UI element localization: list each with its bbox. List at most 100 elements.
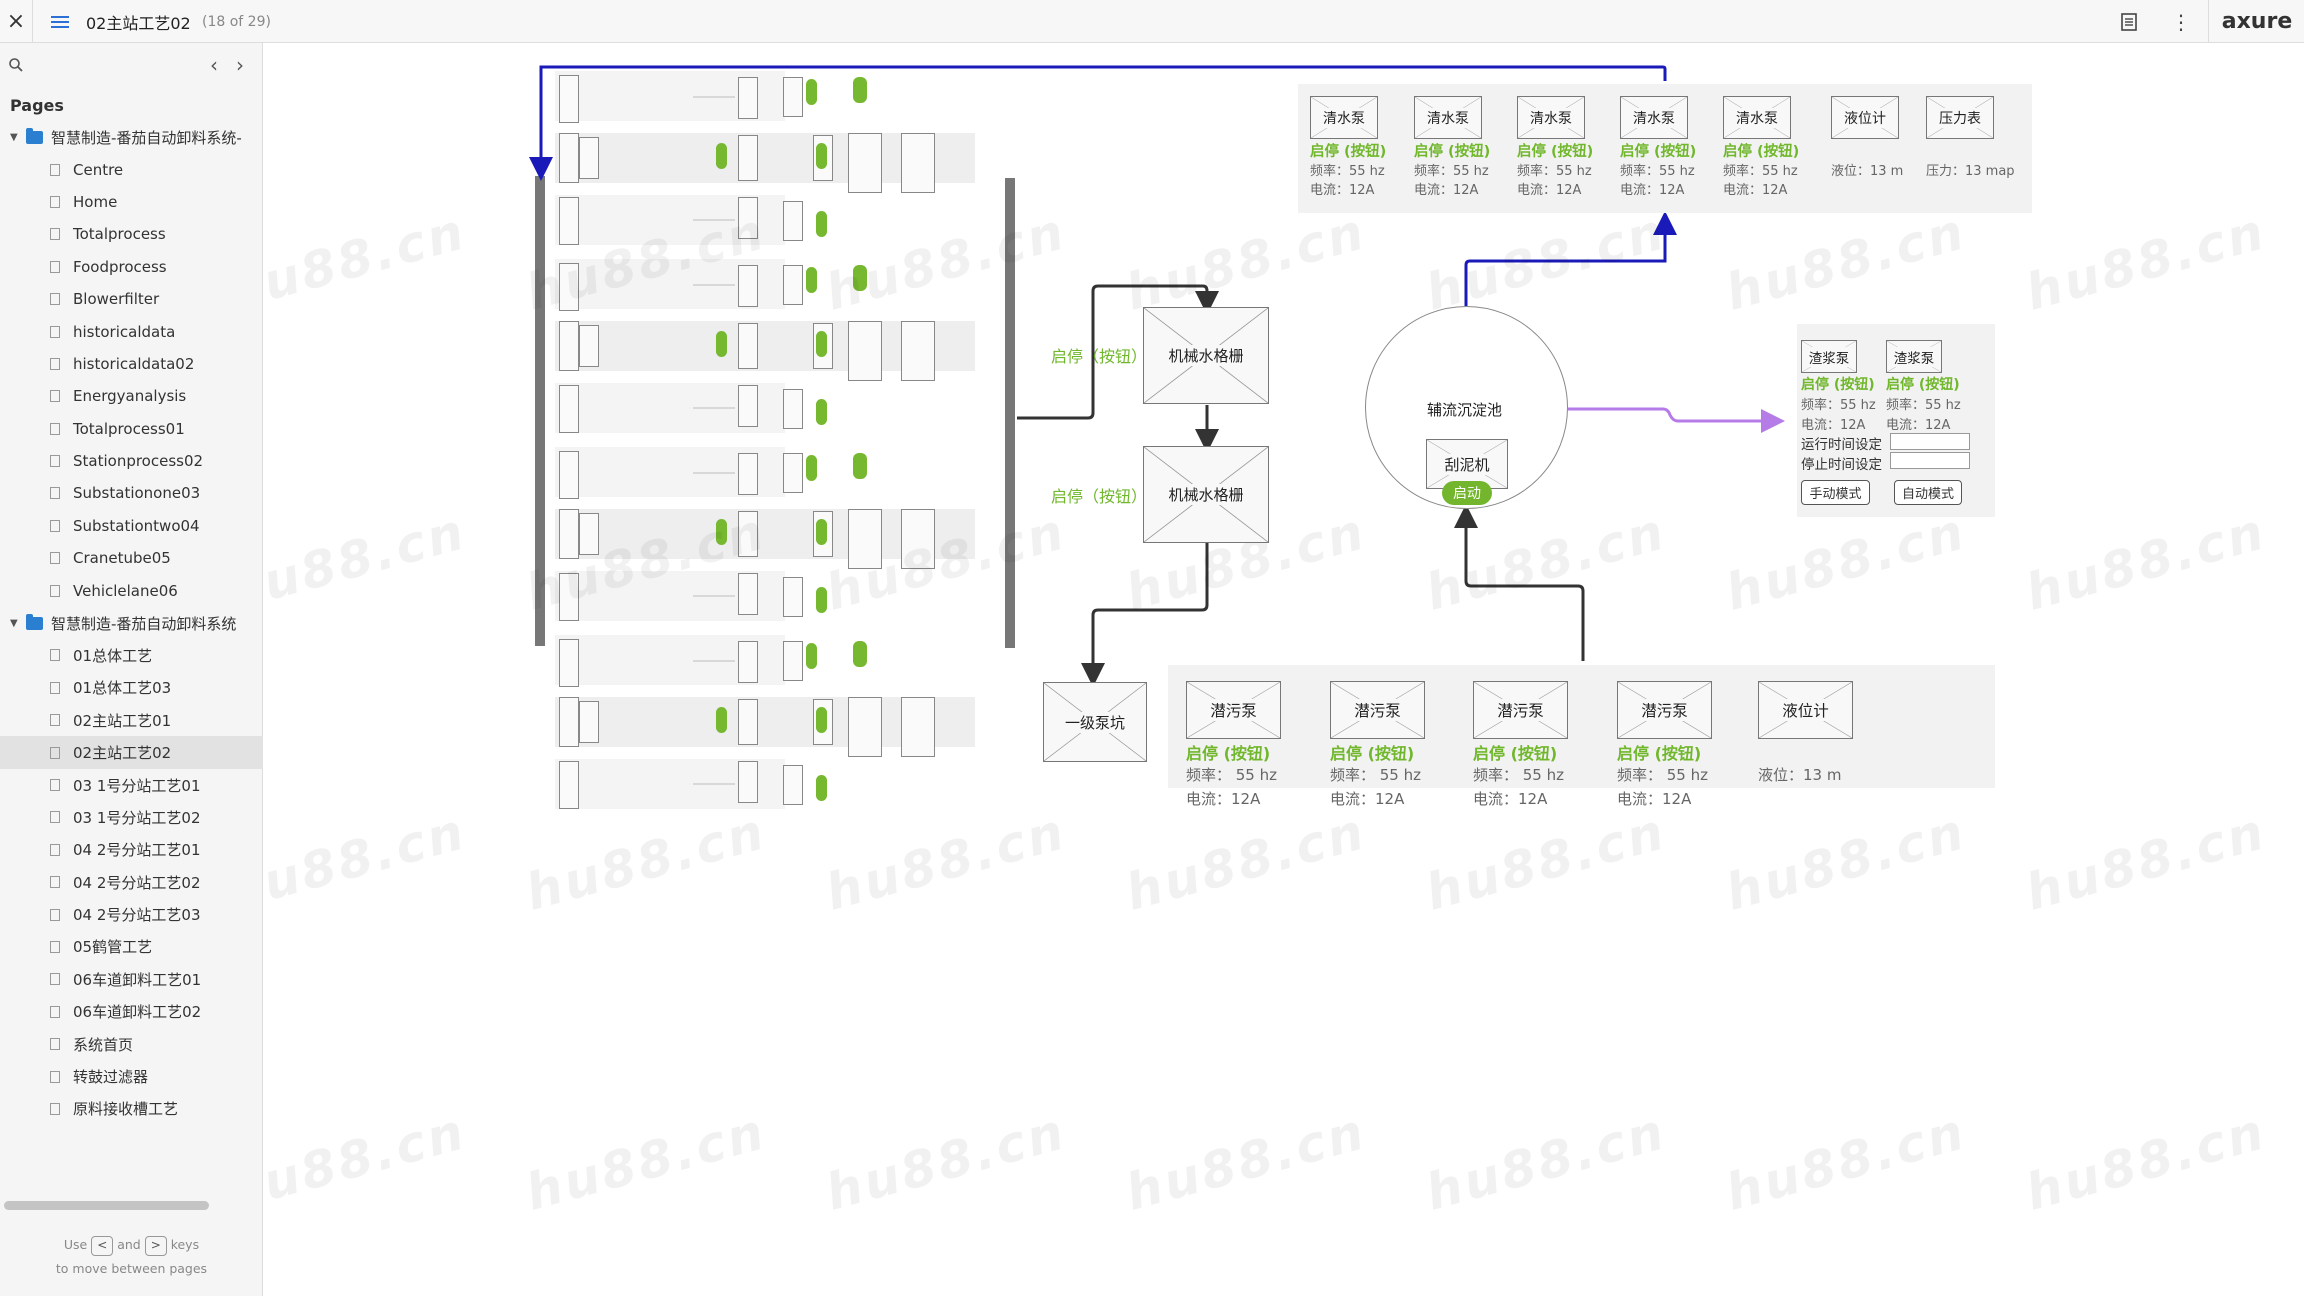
search-icon[interactable] [8,57,28,77]
submersible-pump[interactable]: 潜污泵 [1330,681,1425,739]
chevron-down-icon[interactable]: ▼ [10,617,18,629]
sidebar-page-item[interactable]: historicaldata [0,315,263,347]
sidebar-page-item[interactable]: 06车道卸料工艺02 [0,996,263,1028]
sidebar-page-item[interactable]: Foodprocess [0,251,263,283]
pump-start-stop[interactable]: 启停 (按钮) [1801,377,1875,393]
sidebar-page-item[interactable]: Centre [0,153,263,185]
chevron-right-icon[interactable]: › [236,53,244,77]
sidebar-page-item[interactable]: 系统首页 [0,1028,263,1060]
sidebar-page-item[interactable]: Totalprocess [0,218,263,250]
pressure-gauge[interactable]: 压力表 [1926,96,1994,139]
stop-time-input[interactable] [1890,452,1970,469]
clean-water-pump[interactable]: 清水泵 [1723,96,1791,139]
close-icon[interactable]: × [0,0,33,43]
schematic-status-indicator [806,455,817,481]
mud-scraper[interactable]: 刮泥机 [1426,439,1508,489]
schematic-device [559,133,579,183]
sidebar-page-item[interactable]: Substationone03 [0,477,263,509]
schematic-device [559,509,579,559]
schematic-status-indicator [716,331,727,357]
sidebar-page-item[interactable]: 04 2号分站工艺03 [0,898,263,930]
clean-water-pump[interactable]: 清水泵 [1620,96,1688,139]
sidebar-page-item[interactable]: Totalprocess01 [0,413,263,445]
pump-start-stop[interactable]: 启停 (按钮) [1620,144,1697,160]
menu-icon[interactable] [44,0,76,43]
sidebar-page-item[interactable]: Substationtwo04 [0,510,263,542]
page-icon [50,1038,60,1051]
manual-mode-button[interactable]: 手动模式 [1801,480,1870,505]
page-icon [50,746,60,759]
prev-key-icon: < [91,1235,114,1256]
screen-1[interactable]: 机械水格栅 [1143,307,1269,404]
sidebar-page-item[interactable]: 03 1号分站工艺01 [0,769,263,801]
schematic-status-indicator [816,587,827,613]
submersible-pump[interactable]: 潜污泵 [1473,681,1568,739]
pump-start-stop[interactable]: 启停 (按钮) [1723,144,1800,160]
screen-2-ctrl[interactable]: 启停（按钮） [1051,487,1148,506]
pump-start-stop[interactable]: 启停 (按钮) [1414,144,1491,160]
submersible-pump[interactable]: 潜污泵 [1186,681,1281,739]
pump-start-stop[interactable]: 启停 (按钮) [1886,377,1960,393]
page-icon [50,325,60,338]
sidebar-page-item[interactable]: 04 2号分站工艺01 [0,834,263,866]
page-icon [50,843,60,856]
schematic-device [901,509,935,569]
schematic-status-indicator [853,265,867,291]
schematic-device [783,577,803,617]
pump-start-stop[interactable]: 启停 (按钮) [1186,744,1271,763]
sidebar-page-item[interactable]: Home [0,186,263,218]
schematic-status-indicator [806,267,817,293]
scraper-start-button[interactable]: 启动 [1442,481,1492,505]
sidebar-page-item[interactable]: 01总体工艺03 [0,672,263,704]
sidebar-folder[interactable]: ▼智慧制造-番茄自动卸料系统- [10,127,242,147]
screen-2[interactable]: 机械水格栅 [1143,446,1269,543]
sidebar-page-item[interactable]: 01总体工艺 [0,639,263,671]
sidebar-page-item[interactable]: 03 1号分站工艺02 [0,801,263,833]
chevron-down-icon[interactable]: ▼ [10,131,18,143]
sidebar-folder[interactable]: ▼智慧制造-番茄自动卸料系统 [10,613,237,633]
top-bar: × 02主站工艺02 (18 of 29) ⋮ axure [0,0,2304,43]
schematic-device [559,639,579,687]
sidebar-page-item[interactable]: historicaldata02 [0,348,263,380]
sidebar-page-item[interactable]: 02主站工艺01 [0,704,263,736]
sidebar-page-item[interactable]: 04 2号分站工艺02 [0,866,263,898]
clean-water-pump[interactable]: 清水泵 [1517,96,1585,139]
sidebar-page-item[interactable]: 转鼓过滤器 [0,1060,263,1092]
sidebar-page-item[interactable]: Stationprocess02 [0,445,263,477]
chevron-left-icon[interactable]: ‹ [210,53,218,77]
sidebar-page-item[interactable]: 原料接收槽工艺 [0,1093,263,1125]
pump-start-stop[interactable]: 启停 (按钮) [1517,144,1594,160]
pump-start-stop[interactable]: 启停 (按钮) [1473,744,1558,763]
page-icon [50,779,60,791]
notes-icon[interactable] [2114,0,2144,43]
level-meter-bottom[interactable]: 液位计 [1758,681,1853,739]
page-icon [50,357,60,370]
pump-current: 电流：12A [1517,183,1582,198]
sidebar-page-item[interactable]: Energyanalysis [0,380,263,412]
pump-start-stop[interactable]: 启停 (按钮) [1617,744,1702,763]
slurry-pump[interactable]: 渣浆泵 [1886,340,1942,373]
screen-1-ctrl[interactable]: 启停（按钮） [1051,347,1148,366]
pump-start-stop[interactable]: 启停 (按钮) [1310,144,1387,160]
auto-mode-button[interactable]: 自动模式 [1894,480,1962,505]
sidebar-page-item[interactable]: Cranetube05 [0,542,263,574]
schematic-status-indicator [716,143,727,169]
sidebar-page-item[interactable]: 05鹤管工艺 [0,931,263,963]
submersible-pump[interactable]: 潜污泵 [1617,681,1712,739]
sidebar-page-item[interactable]: Vehiclelane06 [0,574,263,606]
sidebar-scrollbar[interactable] [4,1201,209,1210]
slurry-pump[interactable]: 渣浆泵 [1801,340,1857,373]
pump-start-stop[interactable]: 启停 (按钮) [1330,744,1415,763]
run-time-input[interactable] [1890,433,1970,450]
pump-frequency: 频率：55 hz [1801,398,1876,413]
sidebar-page-item[interactable]: Blowerfilter [0,283,263,315]
sidebar-page-item[interactable]: 02主站工艺02 [0,736,263,769]
schematic-device [848,509,882,569]
sidebar-page-item[interactable]: 06车道卸料工艺01 [0,963,263,995]
page-icon [50,487,60,500]
more-icon[interactable]: ⋮ [2171,9,2191,34]
clean-water-pump[interactable]: 清水泵 [1310,96,1378,139]
level-meter-top[interactable]: 液位计 [1831,96,1899,139]
clean-water-pump[interactable]: 清水泵 [1414,96,1482,139]
page-title: 02主站工艺02 [86,13,191,33]
